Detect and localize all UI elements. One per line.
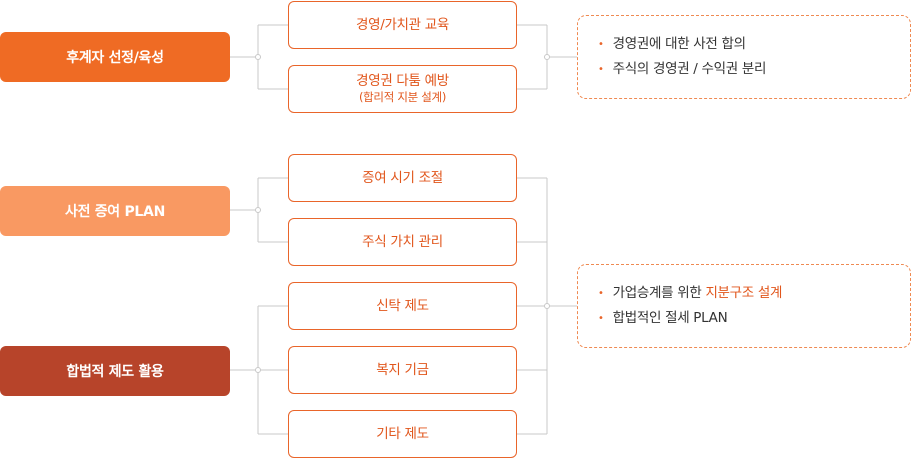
category-legal-system-use: 합법적 제도 활용 [0,346,230,396]
note-highlight: 지분구조 설계 [705,285,783,301]
item-other-systems: 기타 제도 [288,410,517,458]
item-stock-value: 주식 가치 관리 [288,218,517,266]
note-text: 주식의 경영권 / 수익권 분리 [612,61,767,77]
note-text: 경영권에 대한 사전 합의 [612,36,746,52]
item-label: 기타 제도 [376,425,429,442]
note-line: • 합법적인 절세 PLAN [598,306,910,331]
item-label: 신탁 제도 [376,297,429,314]
junction-dot [544,54,550,60]
item-trust-system: 신탁 제도 [288,282,517,330]
item-gift-timing: 증여 시기 조절 [288,154,517,202]
item-dispute-prevention: 경영권 다툼 예방 (합리적 지분 설계) [288,65,517,113]
item-label: 복지 기금 [376,361,429,378]
note-text: 가업승계를 위한 [612,285,706,301]
bullet-icon: • [598,64,604,75]
note-line: • 경영권에 대한 사전 합의 [598,32,910,57]
item-label: 경영권 다툼 예방 [356,73,449,90]
connector-note2 [517,177,577,435]
junction-dot [544,303,550,309]
junction-dot [255,54,261,60]
connector-note1 [517,24,577,90]
note-management-rights: • 경영권에 대한 사전 합의 • 주식의 경영권 / 수익권 분리 [577,15,911,99]
note-line: • 가업승계를 위한 지분구조 설계 [598,281,910,306]
note-text: 합법적인 절세 PLAN [612,310,728,326]
item-label: 주식 가치 관리 [362,233,443,250]
item-sublabel: (합리적 지분 설계) [358,90,447,105]
item-welfare-fund: 복지 기금 [288,346,517,394]
category-advance-gift-plan: 사전 증여 PLAN [0,186,230,236]
bullet-icon: • [598,39,604,50]
category-label: 후계자 선정/육성 [66,50,164,66]
item-label: 경영/가치관 교육 [355,16,450,33]
note-line: • 주식의 경영권 / 수익권 분리 [598,57,910,82]
junction-dot [255,367,261,373]
item-management-education: 경영/가치관 교육 [288,1,517,49]
category-successor-selection: 후계자 선정/육성 [0,32,230,82]
note-tax-plan: • 가업승계를 위한 지분구조 설계 • 합법적인 절세 PLAN [577,264,911,348]
category-label: 사전 증여 PLAN [64,204,165,220]
item-label: 증여 시기 조절 [362,169,443,186]
bullet-icon: • [598,288,604,299]
bullet-icon: • [598,313,604,324]
category-label: 합법적 제도 활용 [66,364,164,380]
junction-dot [255,207,261,213]
